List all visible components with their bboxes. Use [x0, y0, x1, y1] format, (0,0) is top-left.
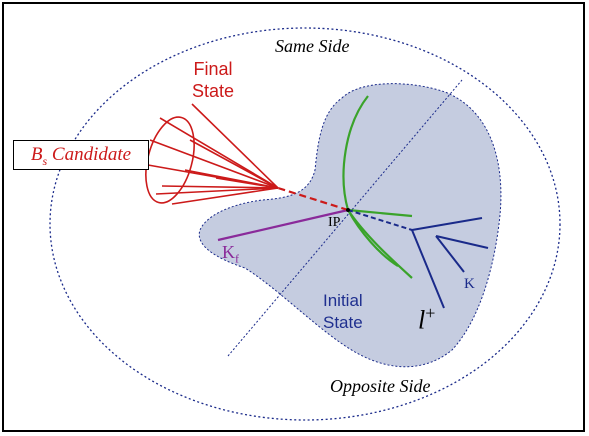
- lepton-label: l+: [418, 303, 435, 336]
- same-side-label: Same Side: [275, 36, 350, 56]
- kf-sub: f: [235, 251, 239, 266]
- bs-candidate-box: Bs Candidate: [13, 140, 149, 170]
- lepton-main: l: [418, 305, 426, 335]
- final-state-cone: [145, 103, 279, 205]
- event-ellipse: [49, 27, 561, 421]
- initial-state-line1: Initial: [323, 291, 363, 310]
- opposite-side-tracks: [411, 217, 489, 309]
- kf-track: [217, 208, 349, 242]
- final-state-line1: Final: [193, 59, 233, 79]
- ip-vertex: [346, 208, 350, 212]
- bs-sub: s: [42, 153, 48, 168]
- lepton-sup: +: [425, 303, 436, 323]
- kf-label: Kf: [222, 242, 239, 267]
- opposite-b-flight: [347, 209, 413, 231]
- k-label: K: [464, 276, 475, 292]
- initial-state-label: Initial State: [323, 290, 363, 334]
- final-state-line2: State: [192, 81, 235, 101]
- kf-main: K: [222, 242, 235, 262]
- bs-flight-line: [277, 186, 349, 212]
- opposite-side-label: Opposite Side: [330, 376, 431, 396]
- ip-label: IP: [328, 215, 341, 230]
- final-state-label: Final State: [192, 58, 234, 102]
- side-divider-line: [227, 79, 463, 357]
- bs-suffix: Candidate: [51, 144, 132, 165]
- green-tracks: [342, 95, 413, 279]
- initial-state-region: [198, 83, 502, 368]
- bs-main: B: [30, 144, 43, 165]
- initial-state-line2: State: [323, 313, 363, 332]
